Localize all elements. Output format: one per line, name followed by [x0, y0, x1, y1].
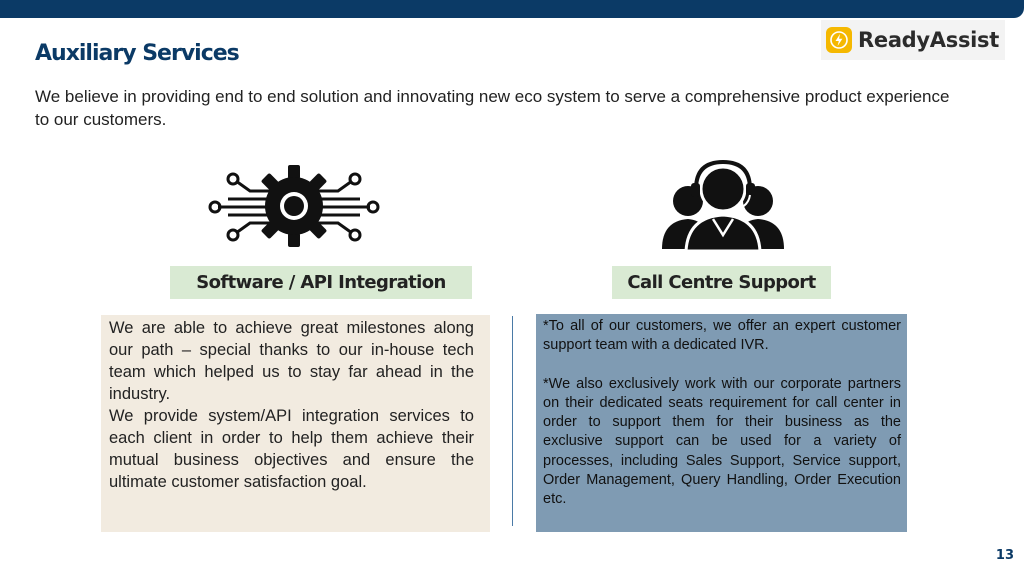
software-paragraph: We are able to achieve great milestones …: [109, 319, 474, 403]
software-paragraph: We provide system/API integration servic…: [109, 407, 474, 491]
software-section-title: Software / API Integration: [170, 266, 472, 299]
call-centre-paragraph: *To all of our customers, we offer an ex…: [543, 318, 901, 354]
logo-text: ReadyAssist: [858, 28, 999, 52]
software-description-box: We are able to achieve great milestones …: [101, 315, 490, 532]
page-title: Auxiliary Services: [35, 41, 240, 66]
lightning-bolt-icon: [826, 27, 852, 53]
readyassist-logo: ReadyAssist: [821, 20, 1005, 60]
headset-team-icon: [662, 159, 784, 251]
page-subtitle: We believe in providing end to end solut…: [35, 87, 950, 129]
call-centre-paragraph: *We also exclusively work with our corpo…: [543, 375, 901, 508]
page-number: 13: [995, 548, 1014, 563]
gear-circuit-icon: [208, 165, 380, 247]
top-banner-bar: [0, 0, 1024, 18]
call-centre-description-box: *To all of our customers, we offer an ex…: [536, 314, 907, 532]
section-divider: [512, 316, 513, 526]
call-centre-section-title: Call Centre Support: [612, 266, 831, 299]
